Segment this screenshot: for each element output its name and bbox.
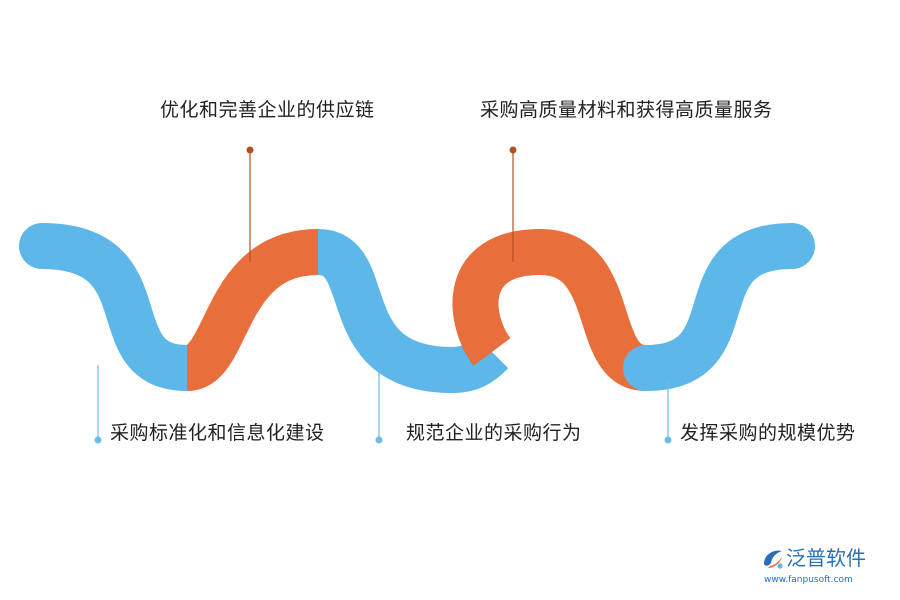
brand-name: 泛普软件 — [786, 546, 866, 570]
connector-dot-top-left — [246, 146, 254, 154]
label-bottom-right: 发挥采购的规模优势 — [680, 422, 856, 444]
label-top-left: 优化和完善企业的供应链 — [160, 99, 375, 121]
connector-dot-top-right — [509, 146, 517, 154]
brand-logo: 泛普软件 www.fanpusoft.com — [760, 544, 888, 594]
fanpu-logo-icon — [764, 550, 783, 569]
label-top-right: 采购高质量材料和获得高质量服务 — [480, 99, 773, 121]
wave-segment-blue-3 — [623, 223, 815, 391]
connector-dot-bottom-right — [664, 436, 672, 444]
wave-segment-orange-2 — [452, 228, 649, 391]
label-bottom-middle: 规范企业的采购行为 — [406, 422, 582, 444]
label-bottom-left: 采购标准化和信息化建设 — [110, 422, 325, 444]
brand-url: www.fanpusoft.com — [764, 575, 853, 585]
wave-segment-blue-1 — [19, 223, 210, 391]
wave-segment-orange-1 — [183, 229, 320, 391]
wave-segment-blue-2 — [315, 229, 509, 394]
connector-dot-bottom-middle — [375, 436, 383, 444]
connector-dot-bottom-left — [94, 436, 102, 444]
